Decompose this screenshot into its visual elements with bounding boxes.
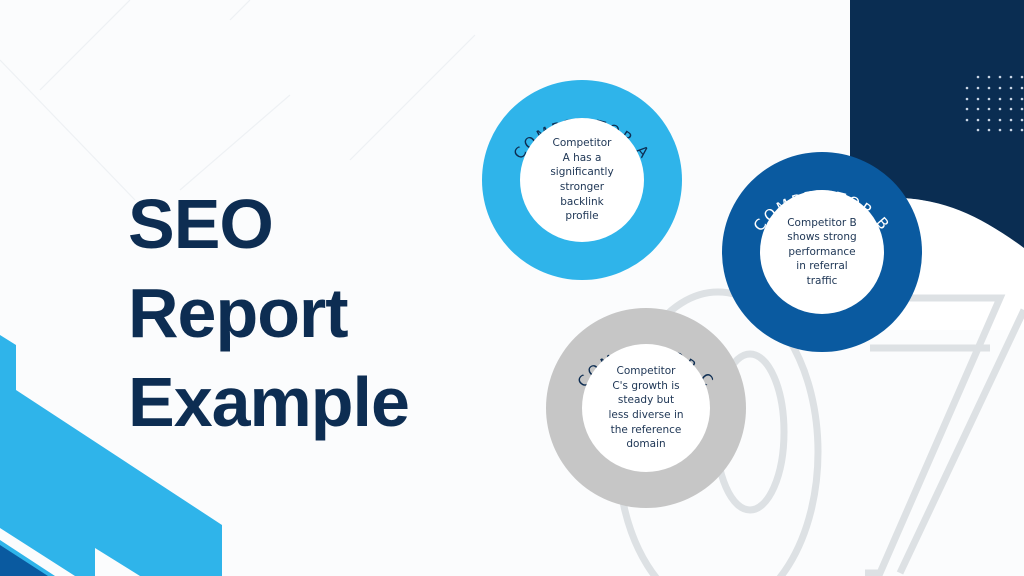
title-line-1: SEO bbox=[128, 185, 274, 263]
dot-grid-icon bbox=[965, 75, 1024, 132]
dark-blue-corner-shape bbox=[0, 545, 48, 576]
page-title: SEO Report Example bbox=[128, 180, 410, 447]
competitor-c-ring: COMPETITOR C Competitor C's growth is st… bbox=[546, 308, 746, 508]
competitor-c-description: Competitor C's growth is steady but less… bbox=[608, 365, 684, 451]
light-blue-stepped-shape bbox=[0, 335, 222, 576]
competitor-a-center: Competitor A has a significantly stronge… bbox=[520, 118, 644, 242]
competitor-b-description: Competitor B shows strong performance in… bbox=[787, 216, 857, 287]
title-line-2: Report bbox=[128, 274, 349, 352]
competitor-c-center: Competitor C's growth is steady but less… bbox=[582, 344, 710, 472]
white-stripe bbox=[0, 528, 75, 576]
title-line-3: Example bbox=[128, 363, 410, 441]
faint-diagonal-lines bbox=[0, 0, 476, 201]
competitor-b-ring: COMPETITOR B Competitor B shows strong p… bbox=[722, 152, 922, 352]
competitor-b-center: Competitor B shows strong performance in… bbox=[760, 190, 884, 314]
white-notch bbox=[95, 548, 140, 576]
competitor-a-description: Competitor A has a significantly stronge… bbox=[550, 137, 614, 223]
competitor-a-ring: COMPETITOR A Competitor A has a signific… bbox=[482, 80, 682, 280]
